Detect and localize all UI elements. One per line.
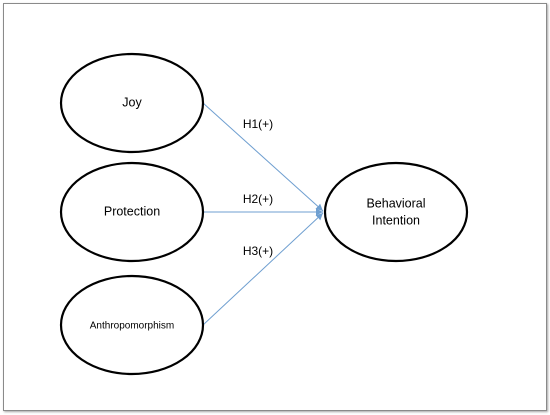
node-protection-ellipse [59,161,205,263]
edge-h3-label: H3(+) [243,244,273,258]
node-joy-ellipse [59,52,205,154]
edge-h1-label: H1(+) [243,117,273,131]
edge-h1-arrow [202,102,324,212]
edge-h2-label: H2(+) [243,192,273,206]
node-behavioral-intention-label-line1: Behavioral [366,196,425,210]
node-behavioral-intention-label-line2: Intention [372,213,420,227]
node-anthropomorphism: Anthropomorphism [59,274,205,376]
edge-h3: H3(+) [202,212,324,326]
node-joy-label: Joy [122,95,142,109]
node-joy: Joy [59,52,205,154]
node-protection-label: Protection [104,204,160,218]
edge-h2: H2(+) [203,192,323,216]
node-behavioral-intention: Behavioral Intention [323,161,469,263]
edge-h3-arrow [202,212,324,326]
node-behavioral-intention-ellipse [323,161,469,263]
node-anthropomorphism-label: Anthropomorphism [90,321,174,332]
edge-h1: H1(+) [202,102,324,212]
node-protection: Protection [59,161,205,263]
node-anthropomorphism-ellipse [59,274,205,376]
